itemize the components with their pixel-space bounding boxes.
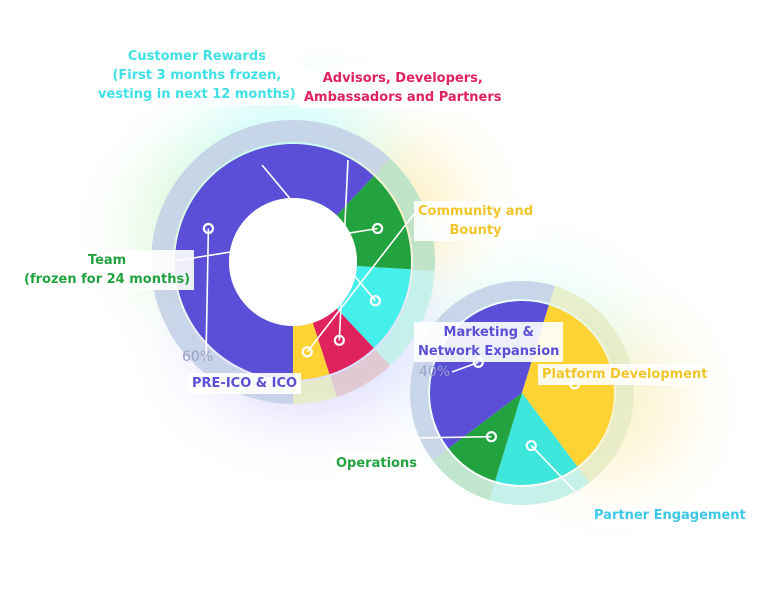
slice-ring-team-frozen-for-24-months xyxy=(375,158,435,271)
marker-partner-engagement xyxy=(525,439,537,452)
label-community-line-2: Bounty xyxy=(449,223,502,238)
label-advisors: Advisors, Developers, Ambassadors and Pa… xyxy=(300,68,506,108)
marker-community-and-bounty xyxy=(301,346,313,358)
label-marketing: Marketing & Network Expansion xyxy=(414,322,564,362)
label-marketing-line-1: Marketing & xyxy=(443,325,534,340)
slice-ring-partner-engagement xyxy=(489,468,590,506)
label-pre-ico-percent: 60% xyxy=(182,349,214,365)
slice-ring-community-and-bounty xyxy=(293,376,337,404)
leader-marketing xyxy=(451,361,479,373)
label-advisors-line-1: Advisors, Developers, xyxy=(322,71,483,86)
leader-operations xyxy=(411,435,492,439)
slice-team-frozen-for-24-months xyxy=(336,175,411,270)
leader-customer-rewards xyxy=(261,164,376,302)
label-partner-engagement: Partner Engagement xyxy=(590,505,750,526)
label-customer-rewards: Customer Rewards (First 3 months frozen,… xyxy=(94,46,300,105)
label-customer-rewards-line-1: Customer Rewards xyxy=(127,49,266,64)
outer-ring xyxy=(410,281,634,505)
label-team: Team (frozen for 24 months) xyxy=(20,250,195,290)
label-pre-ico: PRE-ICO & ICO xyxy=(188,373,302,394)
label-team-line-1: Team xyxy=(87,253,127,268)
slice-ring-platform-development xyxy=(549,285,634,483)
label-leader-lines xyxy=(167,159,591,508)
label-customer-rewards-line-2: (First 3 months frozen, xyxy=(112,68,282,83)
slice-pre-ico-ico xyxy=(175,143,374,380)
slice-ring-pre-ico-ico xyxy=(151,119,391,404)
label-marketing-percent: 40% xyxy=(419,364,451,380)
label-community-line-1: Community and xyxy=(418,204,534,219)
slice-ring-operations xyxy=(432,449,495,501)
donut-hole xyxy=(229,198,357,326)
slice-ring-advisors-developers-ambassadors-and-partners xyxy=(330,349,391,398)
label-operations: Operations xyxy=(332,453,421,474)
label-customer-rewards-line-3: vesting in next 12 months) xyxy=(98,87,296,102)
label-marketing-line-2: Network Expansion xyxy=(418,344,560,359)
leader-advisors xyxy=(338,159,349,341)
marker-customer-rewards-first-3-months-frozen-vesting-in-next-12-months xyxy=(369,295,381,307)
leader-community xyxy=(306,213,415,353)
label-platform-development: Platform Development xyxy=(538,364,712,385)
leader-pre-ico xyxy=(205,228,210,360)
slice-customer-rewards-first-3-months-frozen-vesting-in-next-12-months xyxy=(336,266,411,349)
label-team-line-2: (frozen for 24 months) xyxy=(24,272,191,287)
leader-partner xyxy=(530,444,591,508)
label-community: Community and Bounty xyxy=(414,201,538,241)
leader-team xyxy=(167,227,378,263)
slice-ring-customer-rewards-first-3-months-frozen-vesting-in-next-12-months xyxy=(375,269,435,366)
use-of-funds-pie-chart xyxy=(409,280,634,506)
label-advisors-line-2: Ambassadors and Partners xyxy=(304,90,502,105)
slice-partner-engagement xyxy=(495,393,578,485)
